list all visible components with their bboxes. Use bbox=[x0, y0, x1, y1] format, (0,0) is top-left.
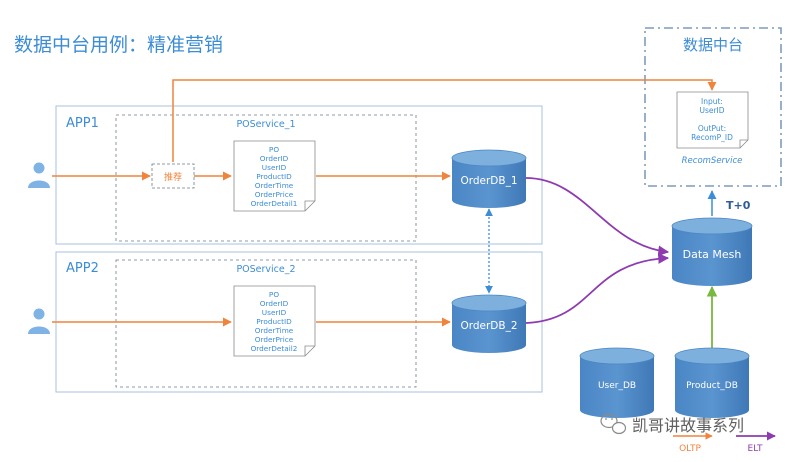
t0-label: T+0 bbox=[726, 199, 751, 212]
watermark-text: 凯哥讲故事系列 bbox=[632, 416, 744, 435]
po-document-1: PO OrderID UserID ProductID OrderTime Or… bbox=[233, 140, 316, 212]
app1-container bbox=[55, 105, 543, 245]
doc1-line: ProductID bbox=[256, 172, 292, 181]
wechat-icon bbox=[600, 413, 627, 435]
po-service-1-label: POService_1 bbox=[236, 119, 295, 130]
doc2-line: PO bbox=[269, 290, 279, 299]
orderdb-1-label: OrderDB_1 bbox=[460, 175, 517, 187]
po-service-2-frame bbox=[115, 259, 417, 388]
legend-oltp-label: OLTP bbox=[679, 444, 701, 454]
orderdb1-to-mesh-arrow bbox=[525, 177, 670, 257]
doc1-line: OrderID bbox=[260, 154, 289, 163]
recom-line: UserID bbox=[699, 106, 724, 115]
doc2-line: OrderDetail2 bbox=[251, 344, 298, 353]
legend-elt-label: ELT bbox=[748, 444, 763, 454]
recom-service-caption: RecomService bbox=[682, 156, 743, 166]
orderdb2-to-mesh-arrow bbox=[525, 253, 670, 324]
user-icon bbox=[28, 162, 50, 188]
po-service-1-frame bbox=[115, 114, 417, 242]
watermark: 凯哥讲故事系列 bbox=[600, 413, 744, 435]
doc2-line: ProductID bbox=[256, 317, 292, 326]
product-db-label: Product_DB bbox=[686, 381, 738, 391]
recom-service-doc: Input: UserID OutPut: RecomP_ID bbox=[676, 91, 749, 149]
doc2-line: UserID bbox=[262, 308, 287, 317]
product-db-cylinder: Product_DB bbox=[674, 347, 750, 418]
orderdb-1-cylinder: OrderDB_1 bbox=[451, 149, 527, 208]
doc2-line: OrderTime bbox=[255, 326, 294, 335]
app2-label: APP2 bbox=[66, 261, 99, 276]
recom-line: RecomP_ID bbox=[691, 133, 733, 142]
po-document-2: PO OrderID UserID ProductID OrderTime Or… bbox=[233, 285, 316, 357]
user-db-label: User_DB bbox=[598, 381, 636, 391]
recommend-box bbox=[151, 163, 195, 189]
data-mesh-cylinder: Data Mesh bbox=[671, 217, 753, 286]
orderdb-2-label: OrderDB_2 bbox=[460, 320, 517, 332]
app1-label: APP1 bbox=[66, 116, 99, 131]
doc1-line: PO bbox=[269, 145, 279, 154]
doc2-line: OrderID bbox=[260, 299, 289, 308]
data-mesh-label: Data Mesh bbox=[683, 248, 742, 261]
legend: OLTP ELT bbox=[673, 431, 776, 454]
user-icon bbox=[28, 308, 50, 334]
po-service-2-label: POService_2 bbox=[236, 264, 295, 275]
data-platform-frame bbox=[644, 27, 782, 187]
user-db-cylinder: User_DB bbox=[579, 347, 655, 418]
doc1-line: OrderTime bbox=[255, 181, 294, 190]
recommend-label: 推荐 bbox=[164, 171, 182, 183]
recom-line: Input: bbox=[701, 97, 723, 106]
doc1-line: OrderPrice bbox=[255, 190, 294, 199]
doc1-line: OrderDetail1 bbox=[251, 199, 298, 208]
orderdb-2-cylinder: OrderDB_2 bbox=[451, 294, 527, 353]
doc1-line: UserID bbox=[262, 163, 287, 172]
page-title: 数据中台用例：精准营销 bbox=[14, 34, 223, 56]
recommend-loop-arrow bbox=[172, 79, 717, 162]
doc2-line: OrderPrice bbox=[255, 335, 294, 344]
recom-line: OutPut: bbox=[698, 124, 726, 133]
data-platform-label: 数据中台 bbox=[683, 36, 743, 54]
